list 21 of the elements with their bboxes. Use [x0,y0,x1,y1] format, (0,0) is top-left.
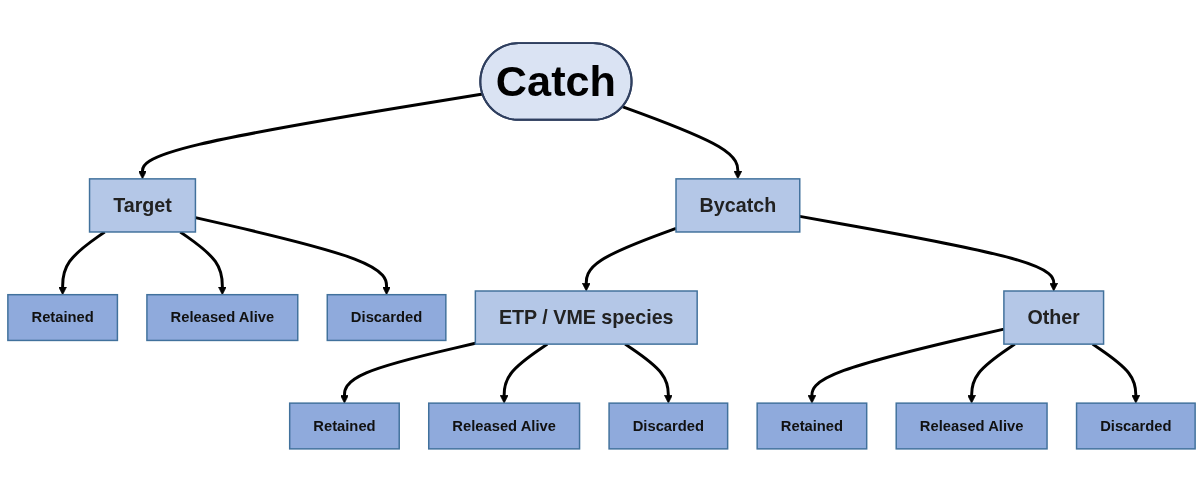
node-box: Retained [288,402,400,450]
node-box: Retained [7,293,119,342]
node-box: Released Alive [895,402,1048,450]
node-box: Discarded [326,293,447,342]
arrow [340,341,476,404]
arrow [138,92,483,180]
node-box: Other [1003,290,1105,345]
node-box: Released Alive [146,293,299,342]
arrow [799,214,1059,292]
arrow [622,105,743,180]
node-box: ETP / VME species [474,290,698,345]
arrow [195,216,391,296]
arrow [179,230,227,296]
arrow [581,226,677,292]
node-box: Discarded [608,402,729,450]
node-box: Bycatch [675,178,801,233]
node-box: Retained [756,402,868,450]
node-box: Target [88,178,197,233]
arrow [58,230,106,296]
node-box: Discarded [1075,402,1196,450]
node-box: Released Alive [428,402,581,450]
